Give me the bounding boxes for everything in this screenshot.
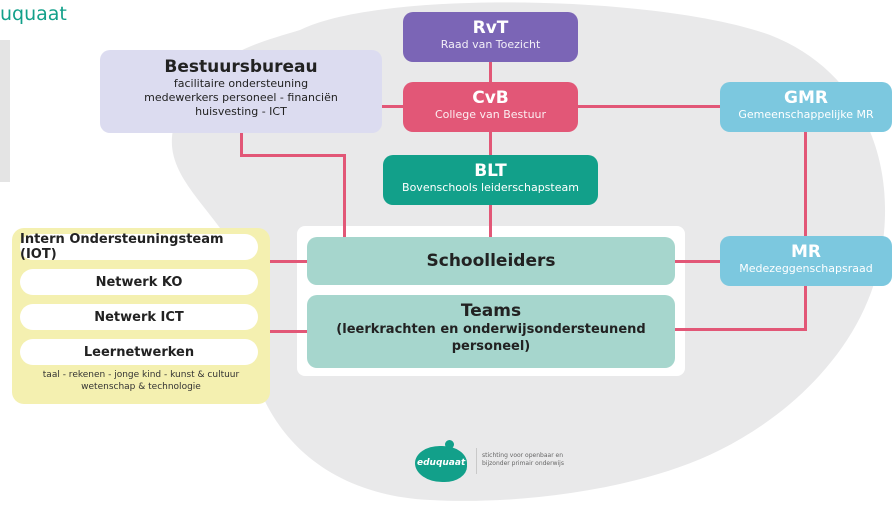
gmr-subtitle: Gemeenschappelijke MR [738,108,874,121]
connector-rvt-cvb [489,60,492,84]
connector-mr-teams-horizontal [675,328,807,331]
connector-bb-down [240,132,243,156]
connector-panel-schoolleiders [268,260,308,263]
bestuursbureau-line-1: facilitaire ondersteuning [173,77,309,90]
connector-schoolleiders-mr [675,260,720,263]
panel-footer-line-1: taal - rekenen - jonge kind - kunst & cu… [42,370,240,380]
teams-subtitle-line-2: personeel) [451,339,531,354]
schoolleiders-title: Schoolleiders [426,251,556,271]
connector-mr-teams-vertical [804,284,807,331]
connector-panel-teams [268,330,308,333]
bestuursbureau-line-2: medewerkers personeel - financiën [144,91,338,104]
logo-tagline-2: bijzonder primair onderwijs [482,460,564,467]
connector-bb-horizontal [240,154,346,157]
cvb-subtitle: College van Bestuur [434,108,547,121]
blt-title: BLT [474,161,507,181]
teams-subtitle-line-1: (leerkrachten en onderwijsondersteunend [336,322,646,337]
teams-title: Teams [460,301,522,321]
rvt-subtitle: Raad van Toezicht [440,38,541,51]
gmr-box: GMR Gemeenschappelijke MR [720,82,892,132]
gmr-title: GMR [784,88,828,108]
mr-box: MR Medezeggenschapsraad [720,236,892,286]
panel-item-netwerk-ko: Netwerk KO [20,269,258,295]
eduquaat-logo-mark [415,446,467,482]
mr-subtitle: Medezeggenschapsraad [739,262,873,275]
panel-item-leernetwerken: Leernetwerken [20,339,258,365]
connector-gmr-mr [804,132,807,236]
rvt-title: RvT [472,18,509,38]
mr-title: MR [790,242,821,262]
rvt-box: RvT Raad van Toezicht [403,12,578,62]
bestuursbureau-box: Bestuursbureau facilitaire ondersteuning… [100,50,382,133]
bestuursbureau-line-3: huisvesting - ICT [195,105,287,118]
connector-bestuursbureau-cvb [382,105,404,108]
bestuursbureau-title: Bestuursbureau [164,57,318,77]
connector-cvb-gmr [577,105,720,108]
panel-footer-line-2: wetenschap & technologie [81,382,201,392]
blt-box: BLT Bovenschools leiderschapsteam [383,155,598,205]
brand-fragment: uquaat [0,3,67,25]
cvb-box: CvB College van Bestuur [403,82,578,132]
panel-item-iot: Intern Ondersteuningsteam (IOT) [20,232,258,262]
logo-divider [476,448,477,474]
panel-item-netwerk-ict: Netwerk ICT [20,304,258,330]
brand-fragment-decoration [0,40,10,182]
connector-blt-schoolleiders [489,205,492,237]
logo-tagline-1: stichting voor openbaar en [482,452,564,459]
eduquaat-logo-text: eduquaat [417,458,466,468]
connector-bb-schoolleiders [343,154,346,237]
teams-box: Teams (leerkrachten en onderwijsonderste… [307,295,675,368]
blt-subtitle: Bovenschools leiderschapsteam [402,181,579,194]
cvb-title: CvB [472,88,509,108]
eduquaat-logo-dot [445,440,454,449]
connector-cvb-blt [489,132,492,156]
schoolleiders-box: Schoolleiders [307,237,675,285]
